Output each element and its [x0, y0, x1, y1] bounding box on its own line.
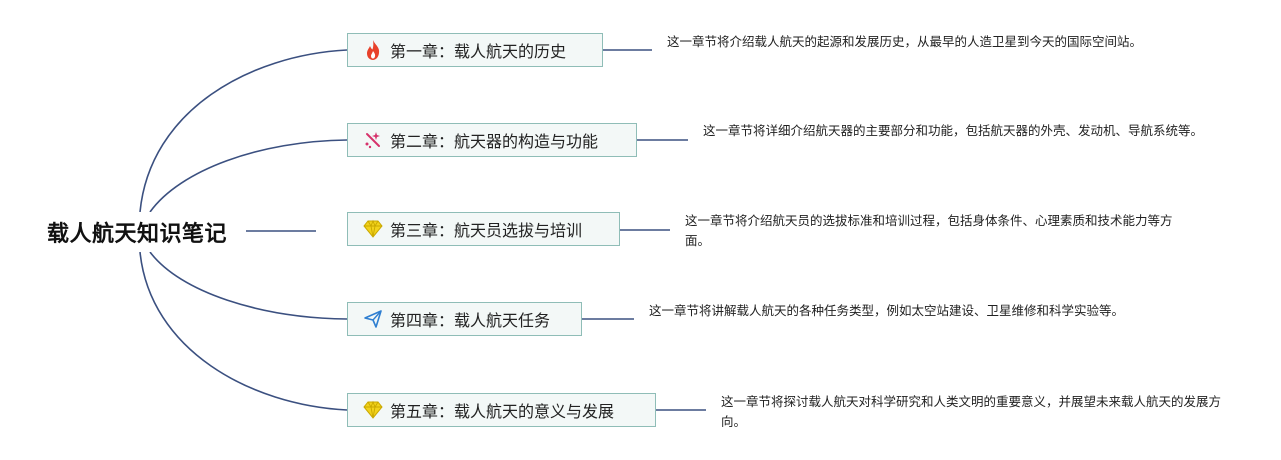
branch-curve-5 [139, 251, 348, 411]
chapter-title-4: 第四章：载人航天任务 [390, 311, 551, 330]
chapter-description-4: 这一章节将讲解载人航天的各种任务类型，例如太空站建设、卫星维修和科学实验等。 [649, 303, 1125, 318]
chapter-node-2[interactable]: 第二章：航天器的构造与功能 [347, 123, 637, 157]
chapter-node-5[interactable]: 第五章：载人航天的意义与发展 [347, 393, 656, 427]
chapter-node-3[interactable]: 第三章：航天员选拔与培训 [347, 212, 620, 246]
chapter-title-2: 第二章：航天器的构造与功能 [390, 132, 599, 151]
chapter-description-5: 这一章节将探讨载人航天对科学研究和人类文明的重要意义，并展望未来载人航天的发展方… [721, 394, 1222, 429]
root-title: 载人航天知识笔记 [46, 222, 227, 247]
chapter-node-4[interactable]: 第四章：载人航天任务 [347, 302, 582, 336]
paper-plane-icon [362, 308, 384, 330]
chapter-title-5: 第五章：载人航天的意义与发展 [390, 402, 615, 421]
chapter-node-1[interactable]: 第一章：载人航天的历史 [347, 33, 603, 67]
fire-icon [362, 39, 384, 61]
chapter-title-3: 第三章：航天员选拔与培训 [390, 221, 583, 240]
chapter-description-1: 这一章节将介绍载人航天的起源和发展历史，从最早的人造卫星到今天的国际空间站。 [667, 34, 1143, 49]
branch-curve-2 [149, 139, 348, 213]
chapter-title-1: 第一章：载人航天的历史 [390, 42, 567, 61]
gem-icon [362, 218, 384, 240]
chapter-description-2: 这一章节将详细介绍航天器的主要部分和功能，包括航天器的外壳、发动机、导航系统等。 [703, 123, 1204, 138]
chapter-description-3: 这一章节将介绍航天员的选拔标准和培训过程，包括身体条件、心理素质和技术能力等方面… [685, 213, 1173, 248]
branch-curve-1 [139, 49, 348, 213]
root-topic[interactable]: 载人航天知识笔记 [28, 212, 246, 252]
gem-icon [362, 399, 384, 421]
sparkle-icon [362, 129, 384, 151]
branch-curve-4 [149, 251, 348, 320]
